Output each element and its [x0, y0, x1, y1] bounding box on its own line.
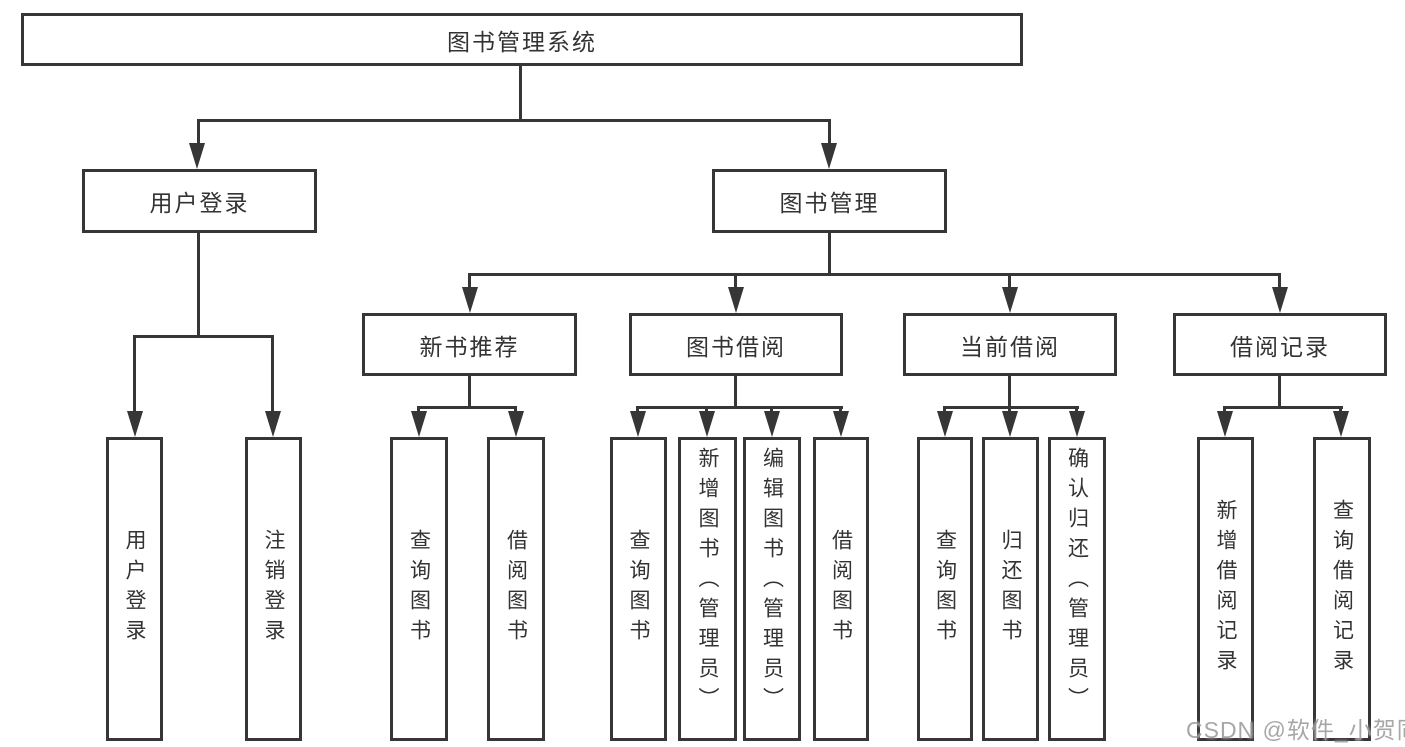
- arrow-down-icon: [1002, 287, 1018, 313]
- connector-line: [198, 119, 831, 122]
- connector-line: [133, 335, 274, 338]
- arrow-down-icon: [821, 143, 837, 169]
- leaf-return-books: 归还图书: [982, 437, 1039, 741]
- arrow-down-icon: [630, 411, 646, 437]
- leaf-borrow-books: 借阅图书: [813, 437, 869, 741]
- leaf-query-borrow-record: 查询借阅记录: [1313, 437, 1371, 741]
- arrow-down-icon: [937, 411, 953, 437]
- leaf-label: 借阅图书: [829, 529, 853, 649]
- connector-line: [271, 335, 274, 417]
- connector-line: [1278, 376, 1281, 408]
- leaf-label: 用户登录: [123, 529, 146, 649]
- connector-line: [417, 406, 517, 409]
- watermark-text: CSDN @软件_小贺同学: [1186, 717, 1405, 743]
- leaf-confirm-return-admin: 确认归还（管理员）: [1048, 437, 1106, 741]
- leaf-label: 编辑图书（管理员）: [760, 447, 784, 717]
- connector-line: [468, 376, 471, 408]
- leaf-edit-books-admin: 编辑图书（管理员）: [743, 437, 801, 741]
- connector-line: [943, 406, 1079, 409]
- node-user-login: 用户登录: [82, 169, 317, 233]
- arrow-down-icon: [127, 411, 143, 437]
- arrow-down-icon: [508, 411, 524, 437]
- connector-line: [828, 119, 831, 149]
- leaf-label: 查询图书: [933, 529, 957, 649]
- connector-line: [1223, 406, 1343, 409]
- arrow-down-icon: [189, 143, 205, 169]
- arrow-down-icon: [1272, 287, 1288, 313]
- arrow-down-icon: [699, 411, 715, 437]
- leaf-borrow-books: 借阅图书: [487, 437, 545, 741]
- arrow-down-icon: [411, 411, 427, 437]
- connector-line: [468, 273, 1281, 276]
- node-new-book-recommend: 新书推荐: [362, 313, 577, 376]
- node-book-management: 图书管理: [712, 169, 947, 233]
- arrow-down-icon: [265, 411, 281, 437]
- leaf-label: 归还图书: [999, 529, 1022, 649]
- connector-line: [133, 335, 136, 417]
- connector-line: [734, 376, 737, 408]
- node-current-borrow: 当前借阅: [903, 313, 1117, 376]
- leaf-query-books: 查询图书: [390, 437, 448, 741]
- arrow-down-icon: [1069, 411, 1085, 437]
- connector-line: [197, 119, 200, 149]
- connector-line: [828, 233, 831, 275]
- leaf-label: 新增借阅记录: [1214, 499, 1237, 679]
- connector-line: [197, 233, 200, 337]
- connector-line: [1008, 273, 1011, 293]
- leaf-query-books: 查询图书: [610, 437, 667, 741]
- node-book-borrow: 图书借阅: [629, 313, 843, 376]
- leaf-label: 查询图书: [407, 529, 431, 649]
- node-root: 图书管理系统: [21, 13, 1023, 66]
- leaf-label: 注销登录: [262, 529, 285, 649]
- leaf-add-borrow-record: 新增借阅记录: [1197, 437, 1254, 741]
- arrow-down-icon: [1333, 411, 1349, 437]
- connector-line: [1278, 273, 1281, 293]
- leaf-label: 借阅图书: [504, 529, 528, 649]
- connector-line: [1008, 376, 1011, 408]
- leaf-label: 查询图书: [627, 529, 650, 649]
- leaf-logout: 注销登录: [245, 437, 302, 741]
- leaf-add-books-admin: 新增图书（管理员）: [678, 437, 737, 741]
- leaf-user-login: 用户登录: [106, 437, 163, 741]
- leaf-query-books: 查询图书: [917, 437, 973, 741]
- leaf-label: 新增图书（管理员）: [696, 447, 719, 717]
- arrow-down-icon: [462, 287, 478, 313]
- arrow-down-icon: [728, 287, 744, 313]
- connector-line: [734, 273, 737, 293]
- arrow-down-icon: [833, 411, 849, 437]
- arrow-down-icon: [764, 411, 780, 437]
- leaf-label: 确认归还（管理员）: [1065, 447, 1089, 717]
- connector-line: [519, 66, 522, 122]
- node-borrow-records: 借阅记录: [1173, 313, 1387, 376]
- arrow-down-icon: [1002, 411, 1018, 437]
- arrow-down-icon: [1217, 411, 1233, 437]
- connector-line: [468, 273, 471, 293]
- connector-line: [636, 406, 843, 409]
- leaf-label: 查询借阅记录: [1330, 499, 1354, 679]
